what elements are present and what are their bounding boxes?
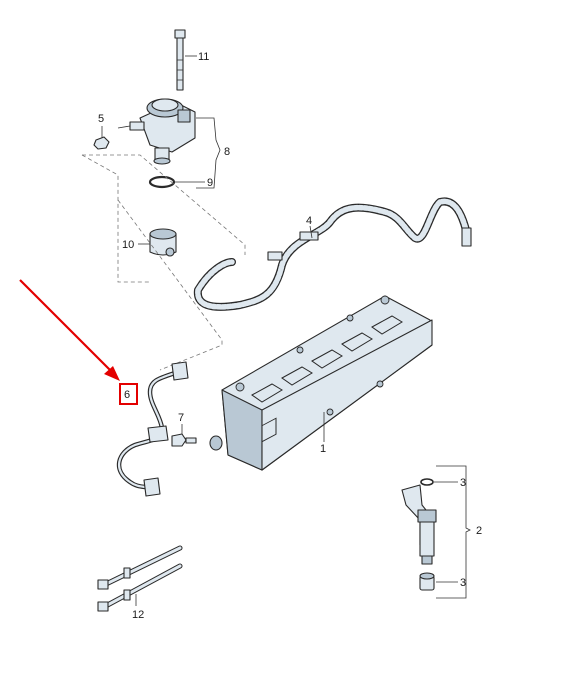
part-4-fuel-hose[interactable] <box>193 197 472 311</box>
label-6: 6 <box>124 389 130 401</box>
part-9-o-ring[interactable] <box>148 175 176 189</box>
part-7-bolt[interactable] <box>171 433 197 447</box>
part-12-cable-ties[interactable] <box>97 545 183 612</box>
label-5: 5 <box>98 113 104 125</box>
highlight-arrow <box>19 279 120 381</box>
part-5-nut[interactable] <box>93 136 110 150</box>
part-8-high-pressure-pump[interactable] <box>117 98 196 165</box>
leader-lines <box>101 55 471 606</box>
label-11: 11 <box>198 51 209 63</box>
part-2-injector[interactable] <box>401 484 437 565</box>
highlight-box <box>119 383 138 405</box>
label-3-top: 3 <box>460 477 466 489</box>
assembly-guide-lines <box>81 154 246 371</box>
label-8: 8 <box>224 146 230 158</box>
part-3-seal-top[interactable] <box>420 478 434 486</box>
label-3-bottom: 3 <box>460 577 466 589</box>
label-4: 4 <box>306 215 312 227</box>
label-2: 2 <box>476 525 482 537</box>
label-12: 12 <box>132 609 144 621</box>
label-9: 9 <box>207 177 213 189</box>
part-3-seal-bottom[interactable] <box>419 572 435 591</box>
label-1: 1 <box>320 443 326 455</box>
label-10: 10 <box>122 239 134 251</box>
part-1-fuel-rail[interactable] <box>209 295 433 471</box>
part-6-high-pressure-pipe[interactable] <box>116 361 189 497</box>
part-11-bolt[interactable] <box>174 29 186 91</box>
part-10-sleeve[interactable] <box>149 228 177 257</box>
label-7: 7 <box>178 412 184 424</box>
